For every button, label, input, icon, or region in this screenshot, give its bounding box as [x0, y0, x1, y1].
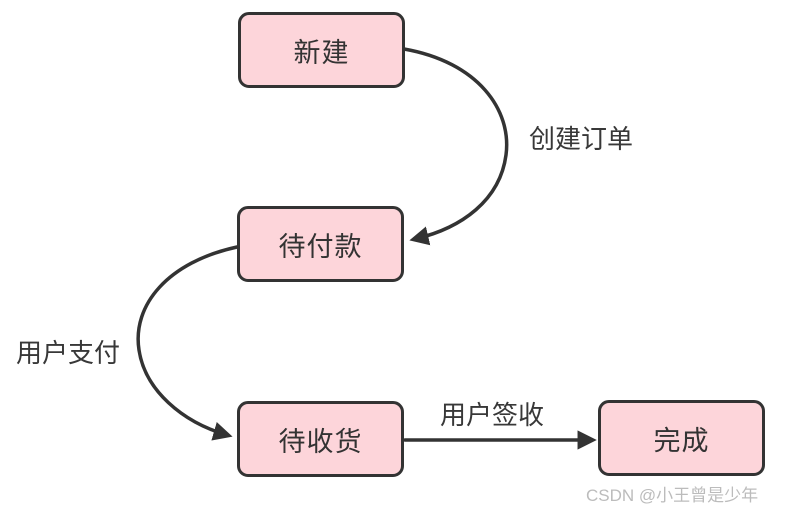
node-pending-receipt-label: 待收货 [278, 426, 363, 457]
node-pending-payment: 待付款 [237, 206, 404, 282]
node-new: 新建 [238, 12, 405, 88]
node-pending-receipt: 待收货 [237, 401, 404, 477]
edge-create-order-arrow [402, 47, 509, 246]
node-complete-label: 完成 [653, 425, 710, 456]
edge-label-create-order: 创建订单 [529, 124, 634, 154]
edge-label-user-sign: 用户签收 [440, 400, 545, 430]
node-complete: 完成 [598, 400, 765, 476]
csdn-watermark: CSDN @小王曾是少年 [586, 486, 759, 505]
edge-user-pay-arrow [136, 245, 239, 441]
node-new-label: 新建 [293, 37, 350, 68]
node-pending-payment-label: 待付款 [278, 231, 363, 262]
edge-label-user-pay: 用户支付 [16, 338, 121, 368]
